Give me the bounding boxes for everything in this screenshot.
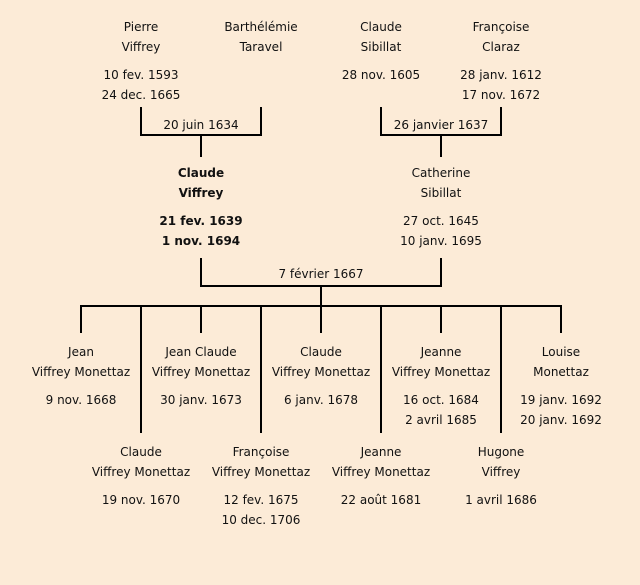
birth-date: 16 oct. 1684 (403, 393, 479, 407)
first-name: Jeanne (420, 345, 462, 359)
last-name: Viffrey Monettaz (151, 365, 251, 379)
birth-date: 28 nov. 1605 (341, 68, 421, 82)
child-drop-line (80, 305, 82, 333)
death-date: 2 avril 1685 (405, 413, 477, 427)
connector-line (500, 107, 502, 136)
last-name: Sibillat (360, 40, 402, 54)
first-name: Louise (541, 345, 581, 359)
last-name: Viffrey Monettaz (271, 365, 371, 379)
last-name: Viffrey Monettaz (391, 365, 491, 379)
birth-date: 1 avril 1686 (465, 493, 537, 507)
first-name: Jeanne (360, 445, 402, 459)
death-date: 10 dec. 1706 (221, 513, 301, 527)
connector-line (200, 134, 202, 157)
child-drop-line (200, 305, 202, 333)
last-name: Viffrey (481, 465, 521, 479)
death-date: 1 nov. 1694 (161, 234, 241, 248)
first-name: Françoise (472, 20, 530, 34)
first-name: Pierre (123, 20, 159, 34)
child-drop-line (560, 305, 562, 333)
birth-date: 28 janv. 1612 (460, 68, 542, 82)
last-name: Viffrey Monettaz (331, 465, 431, 479)
birth-date: 22 août 1681 (340, 493, 422, 507)
first-name: Jean Claude (165, 345, 237, 359)
child-drop-line (320, 305, 322, 333)
marriage-date: 7 février 1667 (278, 267, 364, 281)
last-name: Monettaz (533, 365, 589, 379)
first-name: Françoise (232, 445, 290, 459)
death-date: 24 dec. 1665 (101, 88, 181, 102)
first-name: Jean (68, 345, 94, 359)
child-drop-line (500, 305, 502, 433)
connector-line (320, 285, 322, 306)
birth-date: 6 janv. 1678 (283, 393, 359, 407)
last-name: Viffrey Monettaz (211, 465, 311, 479)
birth-date: 21 fev. 1639 (159, 214, 243, 228)
last-name: Viffrey (121, 40, 161, 54)
birth-date: 12 fev. 1675 (223, 493, 299, 507)
last-name: Sibillat (420, 186, 462, 200)
death-date: 10 janv. 1695 (400, 234, 482, 248)
connector-line (440, 134, 442, 157)
death-date: 20 janv. 1692 (520, 413, 602, 427)
last-name: Taravel (239, 40, 283, 54)
connector-line (200, 258, 202, 287)
birth-date: 27 oct. 1645 (403, 214, 479, 228)
birth-date: 10 fev. 1593 (103, 68, 179, 82)
child-drop-line (380, 305, 382, 433)
connector-line (260, 107, 262, 136)
birth-date: 30 janv. 1673 (160, 393, 242, 407)
first-name: Hugone (477, 445, 525, 459)
connector-line (140, 107, 142, 136)
first-name: Claude (120, 445, 162, 459)
birth-date: 9 nov. 1668 (45, 393, 117, 407)
first-name: Barthélémie (224, 20, 298, 34)
child-drop-line (260, 305, 262, 433)
marriage-date: 20 juin 1634 (163, 118, 239, 132)
first-name: Claude (360, 20, 402, 34)
last-name: Viffrey (178, 186, 224, 200)
connector-line (380, 107, 382, 136)
last-name: Viffrey Monettaz (31, 365, 131, 379)
first-name: Claude (300, 345, 342, 359)
birth-date: 19 nov. 1670 (101, 493, 181, 507)
first-name: Catherine (411, 166, 471, 180)
connector-line (440, 258, 442, 287)
birth-date: 19 janv. 1692 (520, 393, 602, 407)
death-date: 17 nov. 1672 (461, 88, 541, 102)
child-drop-line (440, 305, 442, 333)
last-name: Viffrey Monettaz (91, 465, 191, 479)
marriage-date: 26 janvier 1637 (393, 118, 489, 132)
last-name: Claraz (482, 40, 520, 54)
first-name: Claude (177, 166, 225, 180)
child-drop-line (140, 305, 142, 433)
